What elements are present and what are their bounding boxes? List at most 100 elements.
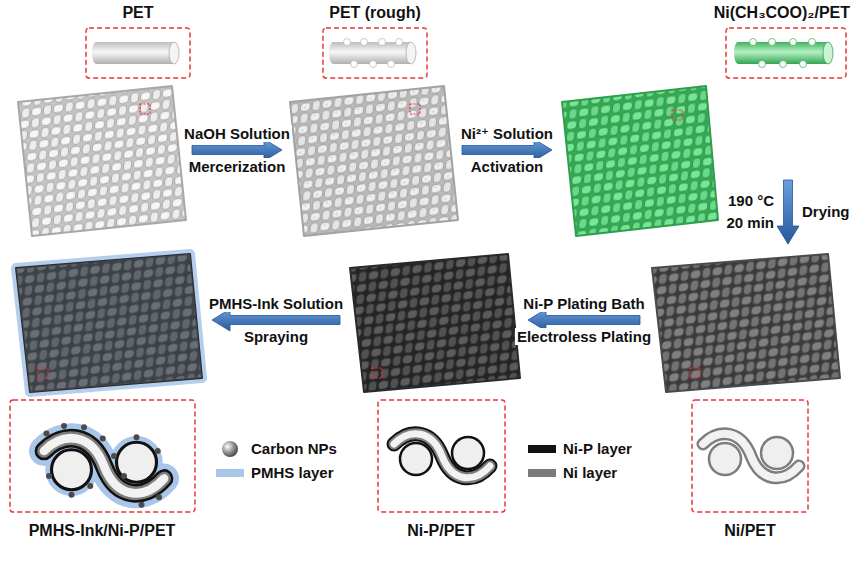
illustration-part — [155, 448, 161, 454]
fabric-pmhs-tint — [16, 254, 202, 392]
legend-swatch — [216, 469, 244, 477]
illustration-part — [780, 61, 787, 68]
stage-title: Ni(CH₃COO)₂/PET — [714, 4, 850, 22]
illustration-part — [394, 434, 490, 478]
edge-label: NaOH Solution — [182, 125, 292, 142]
illustration-part — [61, 423, 67, 429]
legend-entry: Ni-P layer — [528, 440, 632, 458]
inset-frame — [726, 28, 846, 78]
illustration-part — [44, 431, 50, 437]
legend-entry: PMHS layer — [216, 464, 334, 482]
cross-section-nip — [394, 434, 490, 478]
fiber-face — [823, 42, 833, 64]
illustration-part — [111, 453, 117, 459]
cross-section-pmhs — [44, 423, 165, 508]
legend-text: Ni-P layer — [563, 440, 632, 457]
fabric-nip — [350, 254, 520, 392]
carbon-sphere — [222, 441, 238, 457]
process-stage: Ni-P/PET — [340, 244, 528, 558]
illustration-part — [394, 434, 490, 478]
illustration-part — [81, 424, 87, 430]
process-stage: PET — [10, 2, 192, 240]
illustration-part — [44, 423, 163, 508]
inset-frame — [692, 400, 808, 512]
step-condition: Mercerization — [187, 158, 288, 175]
inset-frame — [10, 400, 195, 512]
surface-pits — [750, 39, 816, 68]
illustration-part — [44, 438, 164, 493]
illustration-part — [44, 438, 164, 493]
stage-title: PET — [122, 4, 153, 22]
illustration-part — [134, 434, 140, 440]
illustration-part — [351, 61, 358, 68]
illustration-part — [87, 483, 93, 489]
stage-title: PET (rough) — [329, 4, 421, 22]
fiber-face — [169, 42, 179, 64]
fabric-rough — [290, 86, 458, 236]
illustration-part — [370, 61, 377, 68]
fiber-face — [406, 42, 416, 64]
fiber-end — [734, 42, 742, 64]
zoom-marker — [410, 104, 420, 114]
illustration-part — [100, 436, 106, 442]
fiber-body — [96, 42, 174, 64]
fabric-pmhs — [16, 254, 202, 392]
illustration-part — [52, 450, 92, 490]
surface-pits — [344, 39, 403, 68]
illustration-part — [139, 502, 145, 508]
illustration-part — [759, 61, 766, 68]
legend-sphere — [216, 440, 244, 458]
inset-frame — [323, 28, 427, 78]
cross-section-ni — [703, 434, 799, 478]
illustration-part — [69, 492, 75, 498]
edge-label: PMHS-Ink Solution — [207, 295, 345, 312]
illustration-part — [344, 39, 351, 46]
illustration-part — [379, 39, 386, 46]
illustration-part — [703, 434, 799, 478]
zoom-marker — [672, 110, 682, 120]
illustration-part — [388, 61, 395, 68]
inset-frame — [378, 400, 505, 512]
fabric-green — [562, 86, 718, 236]
inset-frame — [86, 28, 190, 78]
process-stage: Ni/PET — [640, 244, 852, 558]
legend-entry: Ni layer — [528, 464, 617, 482]
illustration-part — [46, 473, 52, 479]
zoom-marker — [38, 368, 48, 378]
illustration-part — [800, 61, 807, 68]
step-condition: Electroless Plating — [515, 328, 653, 345]
stage-title: PMHS-Ink/Ni-P/PET — [29, 522, 176, 540]
stage-title: Ni/PET — [724, 522, 776, 540]
fabric-pet — [18, 86, 186, 236]
illustration-part — [361, 39, 368, 46]
process-stage: Ni(CH₃COO)₂/PET — [552, 2, 852, 180]
edge-label: Ni-P Plating Bath — [521, 295, 646, 312]
legend-entry: Carbon NPs — [216, 440, 337, 458]
stage-title: Ni-P/PET — [407, 522, 475, 540]
legend-text: Carbon NPs — [251, 440, 337, 457]
legend-swatch — [528, 469, 556, 477]
illustration-part — [156, 494, 162, 500]
legend-text: PMHS layer — [251, 464, 334, 481]
process-stage: PET (rough) — [282, 2, 462, 240]
fiber-end — [92, 42, 100, 64]
fabric-pmhs-glow — [16, 254, 202, 392]
legend-text: Ni layer — [563, 464, 617, 481]
zoom-marker — [140, 104, 150, 114]
process-arrow — [777, 180, 799, 244]
step-condition: 20 min — [724, 214, 776, 231]
illustration-part — [750, 39, 757, 46]
zoom-marker — [372, 368, 382, 378]
legend-swatch — [528, 445, 556, 453]
step-condition: Spraying — [242, 328, 310, 345]
illustration-part — [44, 438, 164, 493]
zoom-marker — [690, 368, 700, 378]
illustration-part — [117, 442, 157, 482]
step-condition: 190 °C — [726, 192, 776, 209]
illustration-part — [44, 438, 164, 493]
fabric-ni — [652, 254, 840, 392]
illustration-part — [703, 434, 799, 478]
illustration-part — [396, 39, 403, 46]
